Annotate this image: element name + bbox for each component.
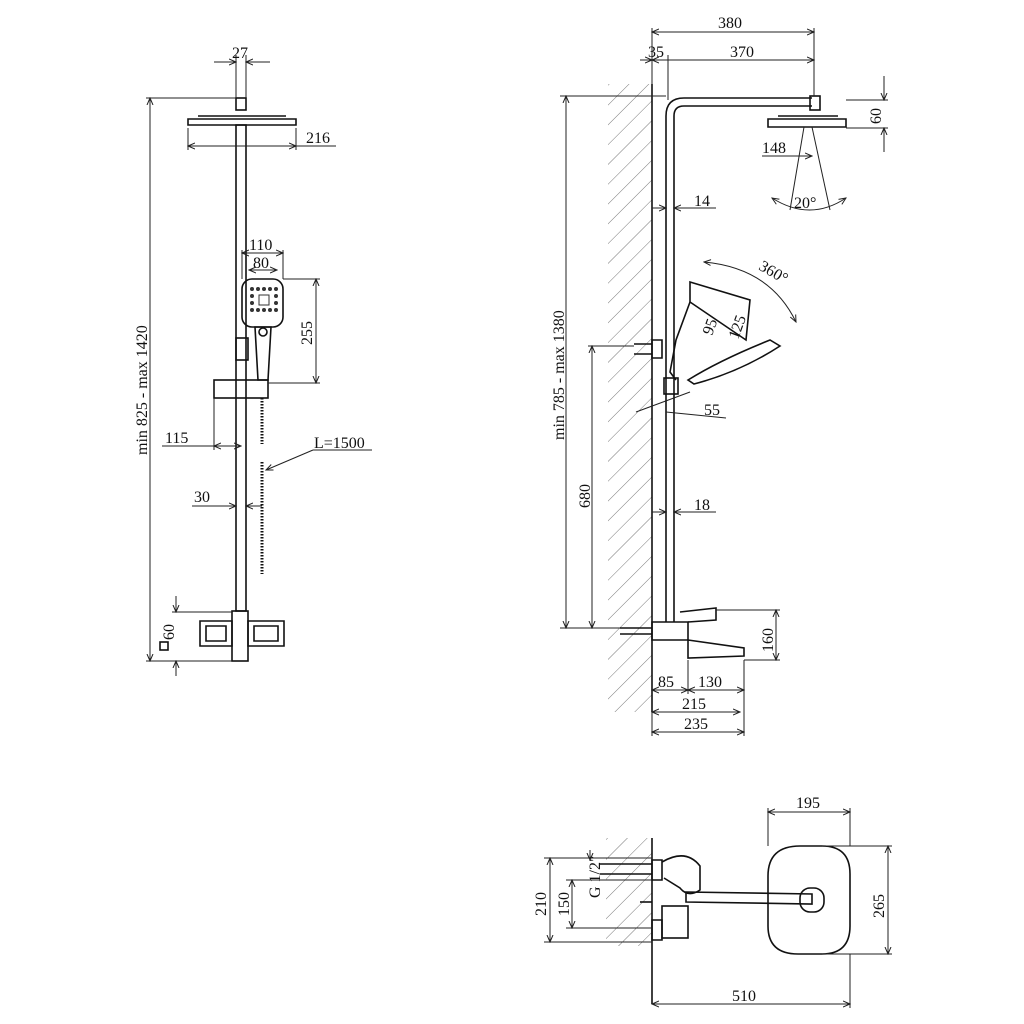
mixer-body [231,610,249,662]
dim-mixer-height-front: 60 [161,624,178,640]
shower-arm [665,97,812,117]
wall-hatch [608,84,652,712]
dim-hose-length: L=1500 [314,435,365,452]
dim-head-width: 216 [306,130,330,147]
mixer-right-handle [247,620,285,647]
wall-bracket-upper [634,339,663,359]
dim-rotation: 360° [756,258,791,288]
side-mixer-body [651,621,689,641]
dim-mixer-to-arm: 680 [577,484,594,508]
dim-connection: G 1/2" [587,855,604,898]
dim-mixer-height: 160 [760,628,777,652]
side-view: 20° 360° 95 125 380 35 370 60 148 [551,15,888,736]
dim-hand-small: 95 [700,317,721,338]
side-hand-handle [669,301,691,381]
dim-tilt-angle: 20° [794,195,816,212]
shower-rail [235,124,247,612]
dim-total-reach: 380 [718,15,742,32]
side-mixer-pipe [620,627,652,635]
dim-inlet-spacing: 150 [556,892,573,916]
dim-arm-height: min 785 - max 1380 [551,310,568,440]
dim-head-thickness: 60 [868,108,885,124]
dim-total-depth: 235 [684,716,708,733]
dim-ceiling-width: 27 [232,45,248,62]
dim-spout-total: 215 [682,696,706,713]
dim-arm-reach: 370 [730,44,754,61]
rain-shower-head [187,118,297,126]
slider-holder [213,379,269,399]
dim-top-head-width: 195 [796,795,820,812]
hand-shower-handle [254,326,272,381]
side-shower-head [767,118,847,128]
dim-top-total-depth: 510 [732,988,756,1005]
dim-mixer-width: 210 [533,892,550,916]
head-joint [809,95,821,111]
dim-spout-reach: 130 [698,674,722,691]
dim-bar-gap-lower: 18 [694,497,710,514]
top-arm [685,891,813,905]
ceiling-mount [235,97,247,111]
top-head-center [799,887,825,913]
rail-clip [235,337,249,361]
side-spout [687,639,745,659]
mixer-left-handle [199,620,233,647]
dim-hand-height: 255 [299,321,316,345]
dim-hand-inner: 80 [253,255,269,272]
dim-holder-offset: 115 [165,430,188,447]
front-view: 27 216 110 80 255 min 825 - max 1420 115… [134,45,372,676]
dim-overall-height: min 825 - max 1420 [134,325,151,455]
dim-mixer-depth: 85 [658,674,674,691]
small-square [159,641,169,651]
dim-bar-gap: 14 [694,193,710,210]
top-mixer-inlets [651,859,663,941]
side-mixer-lever [679,607,717,623]
dim-hand-width: 110 [249,237,272,254]
spray-nozzles [250,287,278,312]
dim-holder-depth: 55 [704,402,720,419]
top-shower-head [767,845,851,955]
top-mixer-lever [661,855,701,895]
dim-top-head-depth: 265 [871,894,888,918]
dim-head-radius: 148 [762,140,786,157]
top-wall-hatch [606,838,652,946]
top-mixer-body [661,905,689,939]
mode-button-icon [258,327,268,337]
side-holder [663,377,679,395]
hand-shower-alt [686,339,782,385]
top-view: 195 265 G 1/2" 150 210 510 [533,795,892,1008]
dim-wall-gap: 35 [648,44,664,61]
dim-bar-offset: 30 [194,489,210,506]
